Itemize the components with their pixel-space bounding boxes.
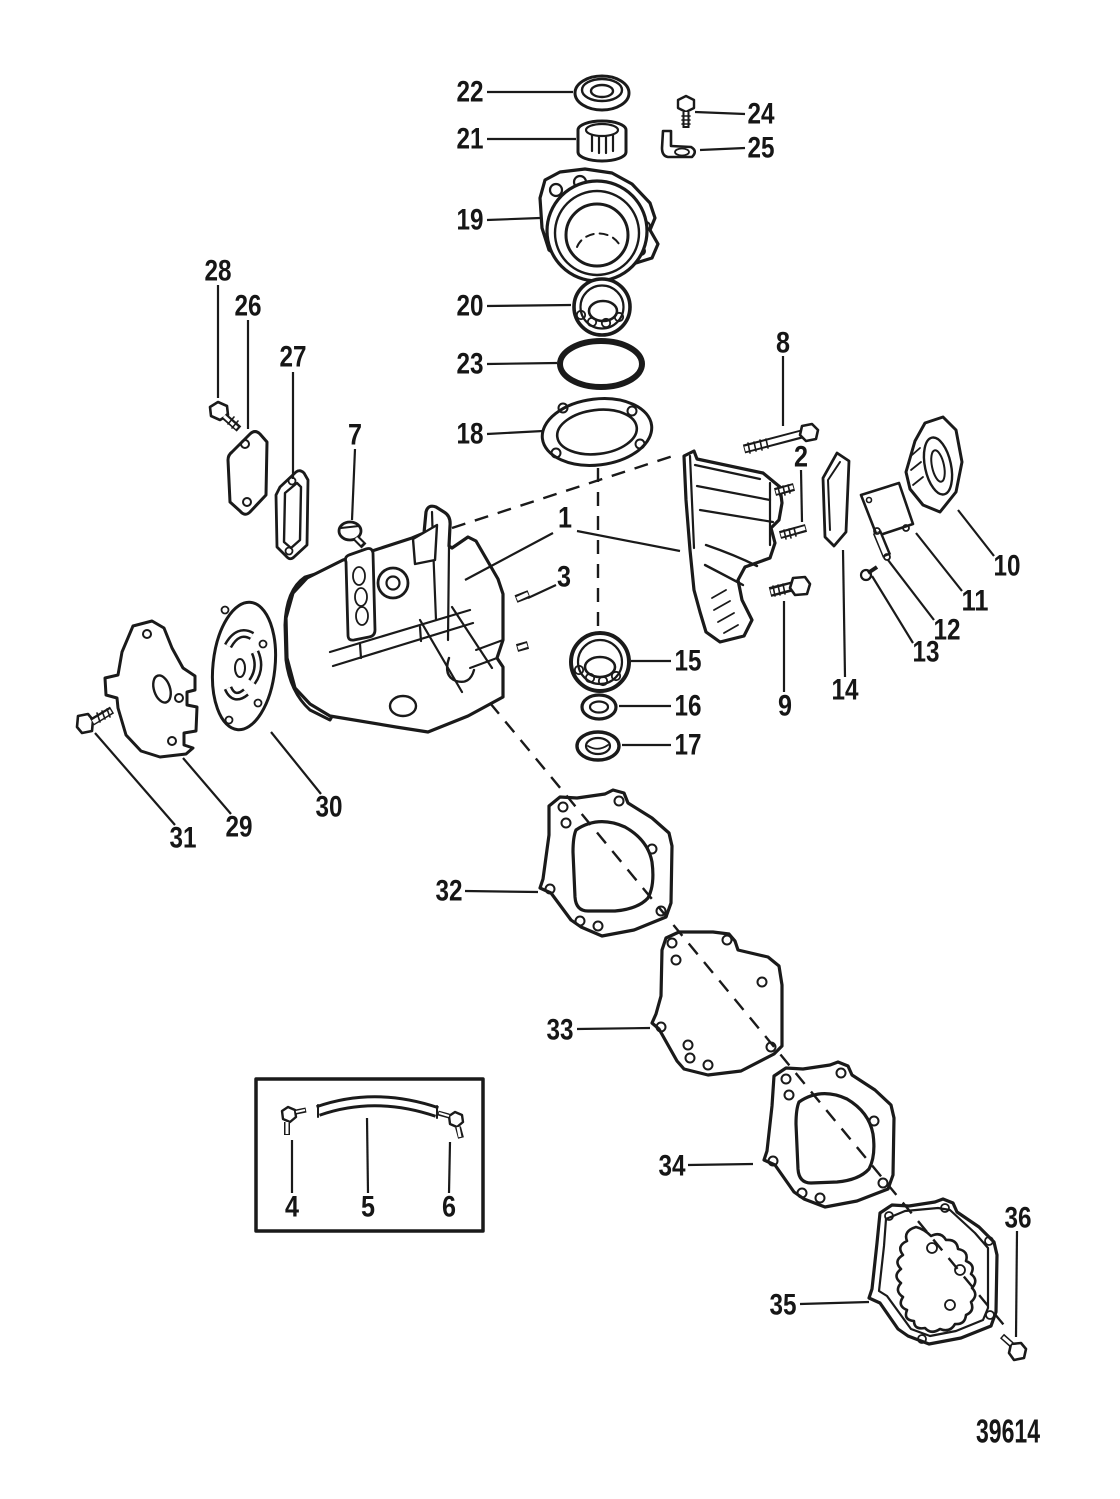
callout-13: 13 bbox=[913, 636, 940, 669]
inset-box bbox=[254, 1077, 485, 1233]
callout-19: 19 bbox=[457, 204, 484, 237]
callout-3: 3 bbox=[557, 561, 571, 594]
end-cap-housing-19 bbox=[538, 167, 660, 283]
callout-25: 25 bbox=[748, 132, 775, 165]
cover-10 bbox=[904, 415, 964, 514]
callout-26: 26 bbox=[235, 290, 262, 323]
callout-20: 20 bbox=[457, 290, 484, 323]
end-cap-29 bbox=[103, 619, 199, 759]
callout-17: 17 bbox=[675, 729, 702, 762]
screw-13 bbox=[859, 565, 879, 582]
seal-22 bbox=[573, 74, 631, 112]
hose-5 bbox=[316, 1095, 439, 1119]
diaphragm-33 bbox=[650, 930, 784, 1077]
fitting-25 bbox=[660, 129, 697, 159]
gasket-30 bbox=[210, 600, 278, 732]
screw-31 bbox=[75, 706, 115, 735]
callout-7: 7 bbox=[348, 419, 362, 452]
callout-36: 36 bbox=[1005, 1202, 1032, 1235]
gasket-34 bbox=[762, 1060, 896, 1209]
gasket-18 bbox=[540, 397, 654, 467]
callout-11: 11 bbox=[962, 585, 989, 618]
crankcase-body-1 bbox=[284, 504, 505, 734]
needle-bearing-21 bbox=[576, 119, 628, 163]
screw-24 bbox=[676, 94, 696, 128]
seal-16 bbox=[580, 693, 618, 721]
callout-10: 10 bbox=[994, 550, 1021, 583]
callout-30: 30 bbox=[316, 791, 343, 824]
gasket-27 bbox=[274, 469, 310, 561]
figure-number: 39614 bbox=[976, 1413, 1040, 1450]
callout-31: 31 bbox=[170, 822, 197, 855]
callout-21: 21 bbox=[457, 123, 484, 156]
callout-9: 9 bbox=[778, 690, 792, 723]
fitting-4 bbox=[280, 1105, 307, 1135]
callout-15: 15 bbox=[675, 645, 702, 678]
callout-4: 4 bbox=[285, 1191, 299, 1224]
gasket-14 bbox=[821, 451, 851, 548]
studs-2 bbox=[773, 483, 808, 540]
callout-12: 12 bbox=[934, 614, 961, 647]
cover-plate-26 bbox=[226, 430, 269, 516]
callout-14: 14 bbox=[832, 674, 859, 707]
callout-34: 34 bbox=[659, 1150, 686, 1183]
callout-6: 6 bbox=[442, 1191, 456, 1224]
callout-1: 1 bbox=[558, 502, 572, 535]
leader-lines bbox=[94, 90, 1019, 1338]
bolt-8 bbox=[742, 422, 820, 454]
ball-bearing-20 bbox=[572, 277, 632, 337]
callout-8: 8 bbox=[776, 327, 790, 360]
assembly-centerlines bbox=[451, 453, 677, 636]
callout-33: 33 bbox=[547, 1014, 574, 1047]
pump-stack-centerline bbox=[489, 702, 1009, 1331]
reed-stop-12 bbox=[872, 527, 892, 561]
ball-bearing-15 bbox=[569, 631, 631, 693]
callout-23: 23 bbox=[457, 348, 484, 381]
o-ring-23 bbox=[557, 338, 645, 390]
bolt-9 bbox=[768, 575, 812, 597]
screw-28 bbox=[208, 400, 242, 432]
callout-16: 16 bbox=[675, 690, 702, 723]
callout-5: 5 bbox=[361, 1191, 375, 1224]
fitting-6 bbox=[437, 1110, 465, 1139]
callout-labels: 1 2 3 4 5 6 7 8 9 10 11 12 13 14 15 16 1… bbox=[170, 76, 1032, 1322]
callout-28: 28 bbox=[205, 255, 232, 288]
callout-29: 29 bbox=[226, 811, 253, 844]
callout-22: 22 bbox=[457, 76, 484, 109]
callout-24: 24 bbox=[748, 98, 775, 131]
gasket-32 bbox=[538, 788, 674, 938]
pump-cover-35 bbox=[867, 1197, 999, 1346]
callout-18: 18 bbox=[457, 418, 484, 451]
plug-7 bbox=[337, 520, 367, 549]
callout-27: 27 bbox=[280, 341, 307, 374]
manifold-half-1 bbox=[682, 449, 784, 644]
screw-36 bbox=[999, 1333, 1028, 1362]
callout-35: 35 bbox=[770, 1289, 797, 1322]
dowel-pins-3 bbox=[514, 590, 531, 652]
callout-2: 2 bbox=[794, 441, 808, 474]
callout-32: 32 bbox=[436, 875, 463, 908]
reed-plate-11 bbox=[859, 481, 915, 538]
seal-17 bbox=[575, 730, 621, 762]
